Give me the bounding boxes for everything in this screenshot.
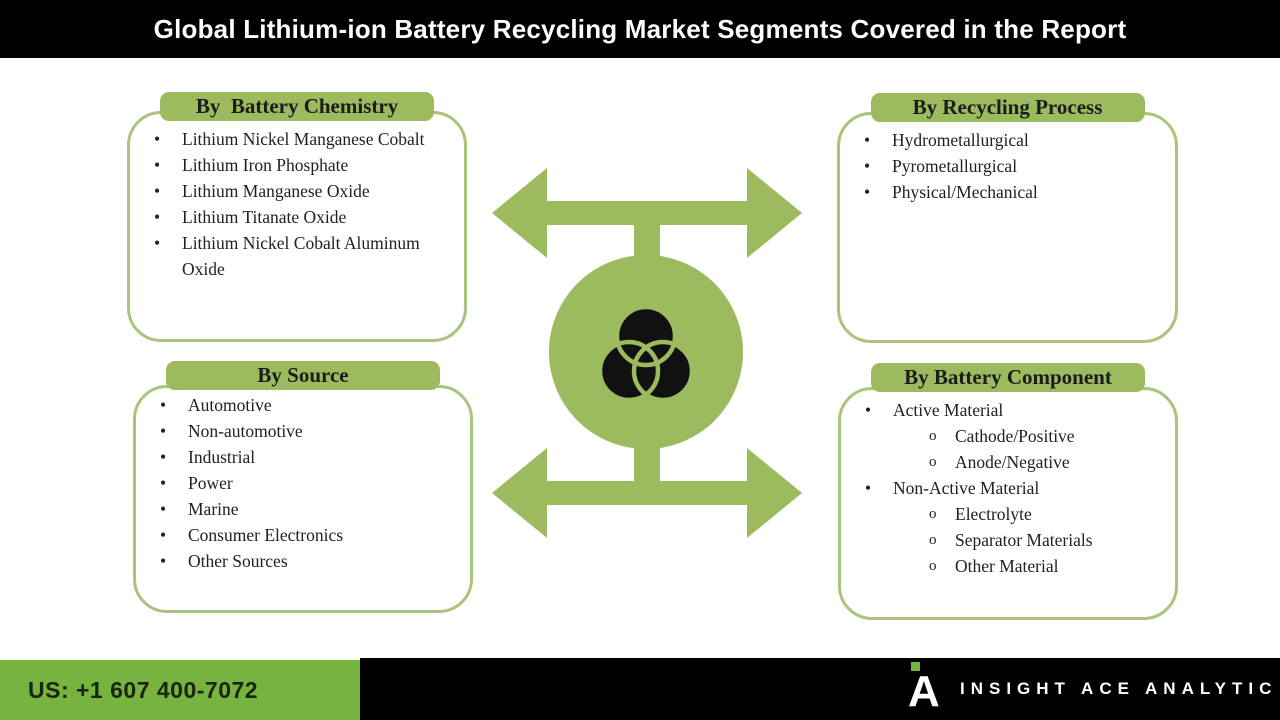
list-item: • Physical/Mechanical bbox=[860, 179, 1165, 205]
dot-bullet-icon: • bbox=[154, 129, 161, 149]
box-source-header: By Source bbox=[166, 361, 440, 390]
list-item: • Active Material bbox=[861, 397, 1165, 423]
box-battery-component: By Battery Component • Active Material o Ca… bbox=[838, 363, 1178, 620]
phone-bar: US: +1 607 400-7072 bbox=[0, 660, 360, 720]
list-item: o Separator Materials bbox=[923, 527, 1165, 553]
list-item-label: Cathode/Positive bbox=[955, 426, 1075, 446]
list-item: • Non-Active Material bbox=[861, 475, 1165, 501]
circle-bullet-icon: o bbox=[929, 506, 937, 522]
box-battery-chemistry: By Battery Chemistry • Lithium Nickel Man… bbox=[127, 92, 467, 342]
list-item: o Other Material bbox=[923, 553, 1165, 579]
logo-letter: A bbox=[908, 667, 940, 716]
list-item-label: Lithium Titanate Oxide bbox=[182, 207, 347, 227]
dot-bullet-icon: • bbox=[154, 155, 161, 175]
box-battery-component-header: By Battery Component bbox=[871, 363, 1145, 392]
list-item-label: Lithium Nickel Cobalt Aluminum Oxide bbox=[182, 233, 420, 279]
dot-bullet-icon: • bbox=[160, 395, 167, 415]
circle-bullet-icon: o bbox=[929, 454, 937, 470]
list-item: • Non-automotive bbox=[156, 418, 460, 444]
list-item: • Power bbox=[156, 470, 460, 496]
list-item-label: Non-automotive bbox=[188, 421, 303, 441]
recycling-process-list: • Hydrometallurgical • Pyrometallurgical • Ph… bbox=[840, 115, 1175, 205]
dot-bullet-icon: • bbox=[154, 207, 161, 227]
dot-bullet-icon: • bbox=[160, 473, 167, 493]
dot-bullet-icon: • bbox=[160, 421, 167, 441]
list-item: • Consumer Electronics bbox=[156, 522, 460, 548]
list-item-label: Physical/Mechanical bbox=[892, 182, 1038, 202]
list-item-label: Pyrometallurgical bbox=[892, 156, 1018, 176]
brand-name: INSIGHT ACE ANALYTIC bbox=[960, 679, 1278, 698]
circle-bullet-icon: o bbox=[929, 532, 937, 548]
list-item-label: Automotive bbox=[188, 395, 272, 415]
list-item-label: Anode/Negative bbox=[955, 452, 1070, 472]
list-item-label: Marine bbox=[188, 499, 239, 519]
top-double-arrow-icon bbox=[492, 168, 802, 258]
list-item: • Lithium Iron Phosphate bbox=[150, 152, 454, 178]
page-title: Global Lithium-ion Battery Recycling Mar… bbox=[153, 13, 1127, 44]
list-item-label: Lithium Nickel Manganese Cobalt bbox=[182, 129, 425, 149]
list-item: • Pyrometallurgical bbox=[860, 153, 1165, 179]
list-item-label: Separator Materials bbox=[955, 530, 1093, 550]
dot-bullet-icon: • bbox=[864, 182, 871, 202]
list-item: • Lithium Nickel Manganese Cobalt bbox=[150, 126, 454, 152]
box-recycling-process-header: By Recycling Process bbox=[870, 93, 1145, 122]
list-item: • Automotive bbox=[156, 392, 460, 418]
list-item: • Marine bbox=[156, 496, 460, 522]
logo-green-square bbox=[911, 662, 920, 671]
box-recycling-process: By Recycling Process • Hydrometallurgical… bbox=[837, 93, 1178, 343]
list-item-label: Hydrometallurgical bbox=[892, 130, 1029, 150]
list-item-label: Industrial bbox=[188, 447, 256, 467]
box-source: By Source • Automotive • Non-automotive • Ind… bbox=[133, 361, 473, 613]
list-item-label: Non-Active Material bbox=[893, 478, 1040, 498]
dot-bullet-icon: • bbox=[160, 447, 167, 467]
list-item-label: Lithium Iron Phosphate bbox=[182, 155, 349, 175]
list-item-label: Other Material bbox=[955, 556, 1059, 576]
list-item-label: Active Material bbox=[893, 400, 1004, 420]
dot-bullet-icon: • bbox=[160, 525, 167, 545]
center-arrows-venn-graphic bbox=[492, 168, 802, 538]
brand-logo-icon: A bbox=[908, 662, 948, 716]
list-item: • Lithium Titanate Oxide bbox=[150, 204, 454, 230]
dot-bullet-icon: • bbox=[864, 156, 871, 176]
list-item: • Industrial bbox=[156, 444, 460, 470]
list-item-label: Electrolyte bbox=[955, 504, 1032, 524]
dot-bullet-icon: • bbox=[865, 478, 872, 498]
list-item-label: Consumer Electronics bbox=[188, 525, 344, 545]
battery-chemistry-list: • Lithium Nickel Manganese Cobalt • Lithium… bbox=[130, 114, 464, 282]
phone-number: US: +1 607 400-7072 bbox=[28, 676, 259, 703]
list-item-label: Power bbox=[188, 473, 233, 493]
dot-bullet-icon: • bbox=[154, 181, 161, 201]
dot-bullet-icon: • bbox=[160, 551, 167, 571]
list-item: • Other Sources bbox=[156, 548, 460, 574]
brand-bar: A INSIGHT ACE ANALYTIC bbox=[360, 658, 1280, 720]
list-item: • Hydrometallurgical bbox=[860, 127, 1165, 153]
bottom-double-arrow-icon bbox=[492, 448, 802, 538]
source-list: • Automotive • Non-automotive • Industrial • Po… bbox=[136, 388, 470, 574]
title-bar: Global Lithium-ion Battery Recycling Mar… bbox=[0, 0, 1280, 58]
circle-bullet-icon: o bbox=[929, 428, 937, 444]
list-item: • Lithium Nickel Cobalt Aluminum Oxide bbox=[150, 230, 454, 282]
circle-bullet-icon: o bbox=[929, 558, 937, 574]
list-item-label: Lithium Manganese Oxide bbox=[182, 181, 370, 201]
dot-bullet-icon: • bbox=[864, 130, 871, 150]
box-battery-chemistry-header: By Battery Chemistry bbox=[160, 92, 434, 121]
list-item: • Lithium Manganese Oxide bbox=[150, 178, 454, 204]
dot-bullet-icon: • bbox=[160, 499, 167, 519]
dot-bullet-icon: • bbox=[154, 233, 161, 253]
list-item: o Cathode/Positive bbox=[923, 423, 1165, 449]
list-item: o Electrolyte bbox=[923, 501, 1165, 527]
venn-diagram-icon bbox=[597, 304, 695, 403]
list-item: o Anode/Negative bbox=[923, 449, 1165, 475]
list-item-label: Other Sources bbox=[188, 551, 288, 571]
dot-bullet-icon: • bbox=[865, 400, 872, 420]
